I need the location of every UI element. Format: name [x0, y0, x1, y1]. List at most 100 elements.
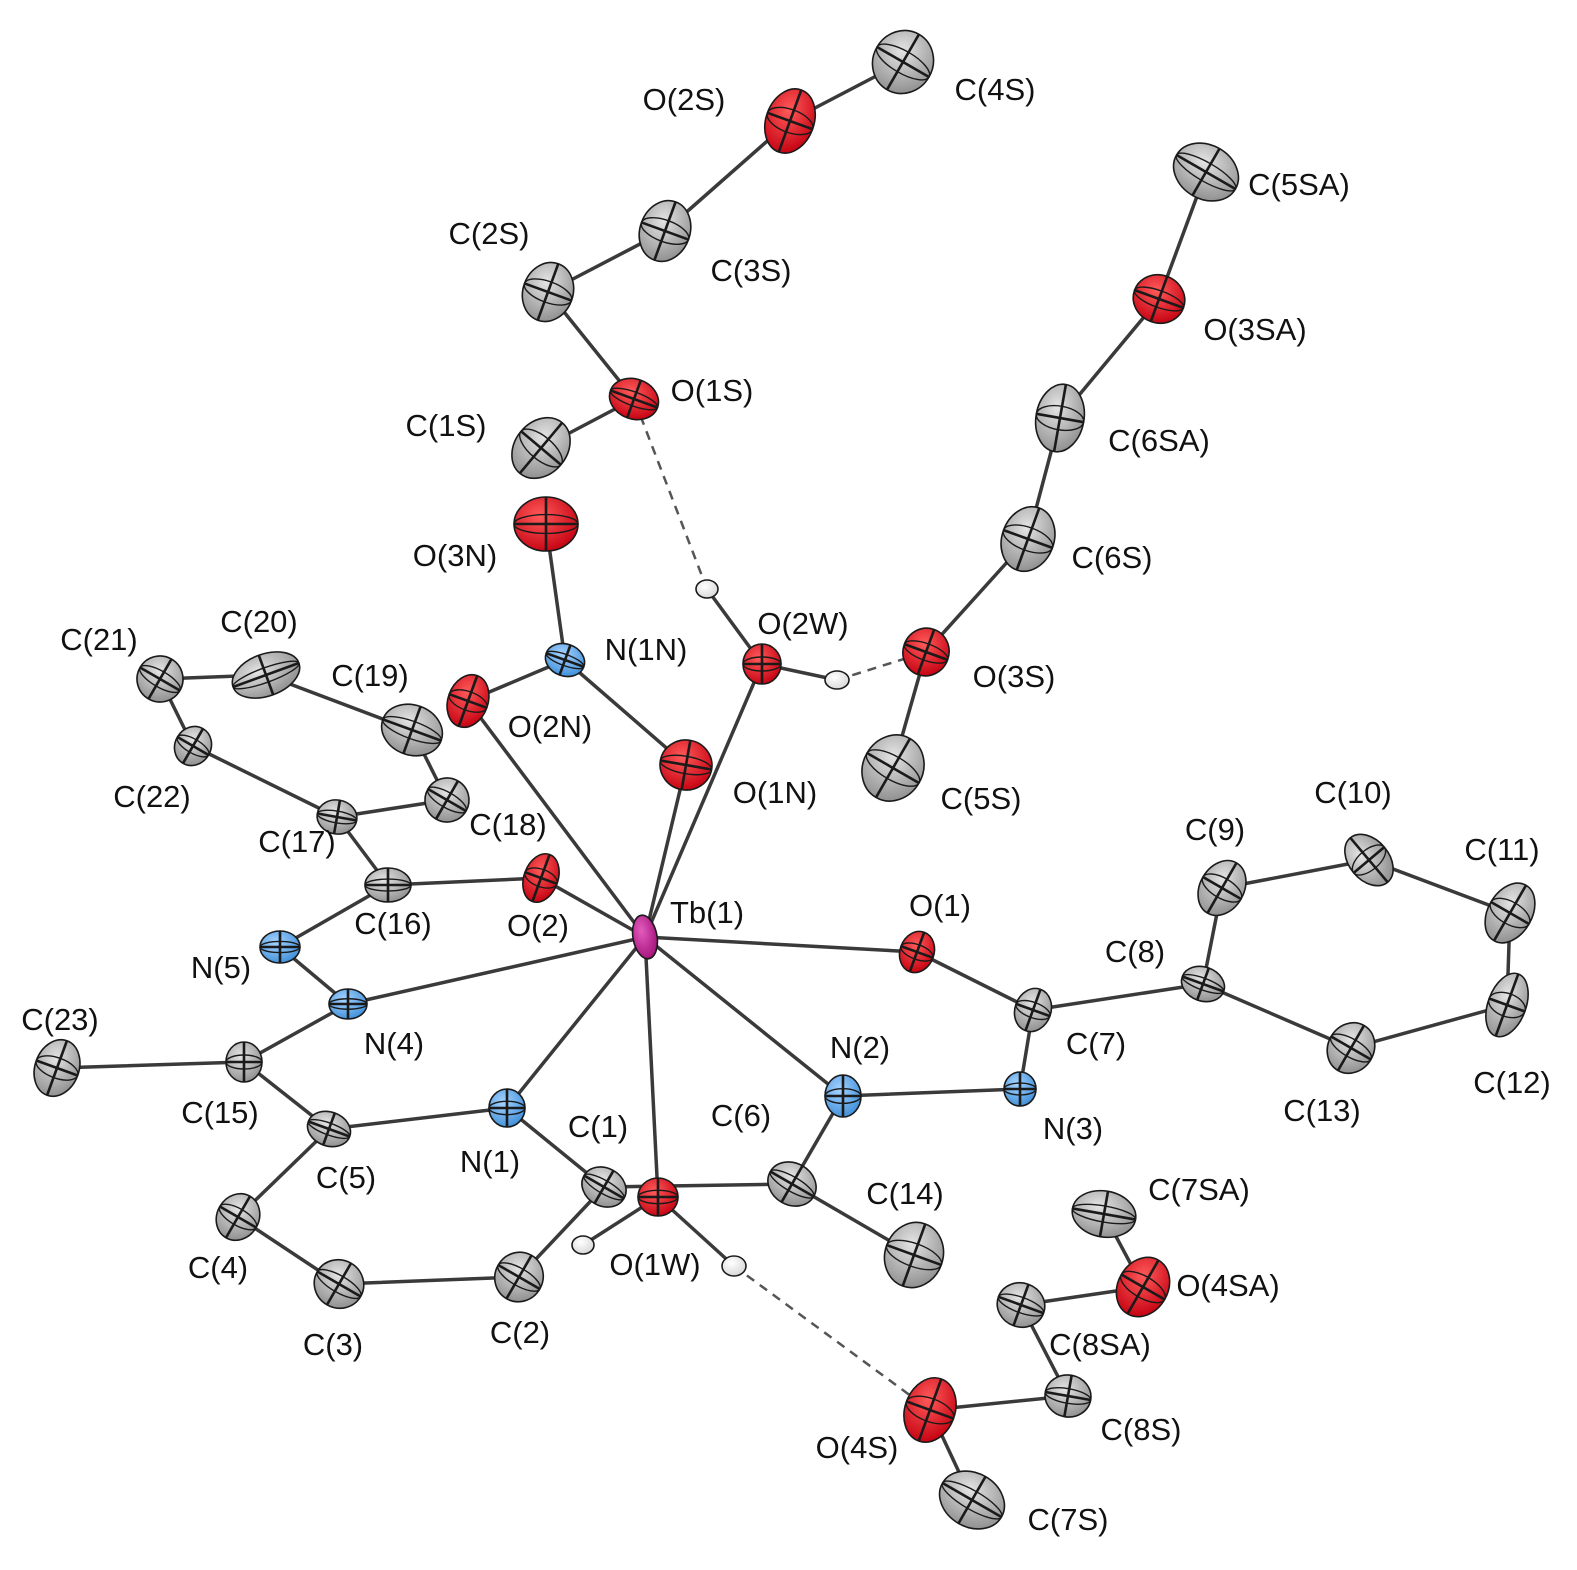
atom-label-o2s: O(2S)	[643, 82, 726, 117]
atom-h2a	[695, 579, 719, 599]
hydrogen-bond-h2a-o1s	[632, 398, 709, 590]
bond-c6-c1	[602, 1182, 794, 1189]
bond-c2-c3	[337, 1275, 521, 1286]
atom-label-c10: C(10)	[1314, 775, 1392, 810]
atom-c21	[136, 655, 184, 703]
atom-o2s	[763, 88, 817, 154]
bond-c8-c13	[1201, 982, 1353, 1050]
atom-c20	[231, 651, 301, 699]
atom-label-c5sa: C(5SA)	[1248, 167, 1350, 202]
atom-label-c13: C(13)	[1283, 1093, 1361, 1128]
atom-label-c16: C(16)	[354, 906, 432, 941]
atom-o3n	[513, 496, 579, 552]
atom-label-c17: C(17)	[258, 824, 336, 859]
atom-label-c3: C(3)	[303, 1327, 363, 1362]
bond-tb1-n4	[346, 935, 647, 1006]
atom-h1a	[571, 1235, 595, 1255]
atom-label-o3n: O(3N)	[413, 538, 497, 573]
atom-c8s	[1044, 1374, 1092, 1418]
atom-n5	[259, 930, 301, 964]
atom-label-c18: C(18)	[469, 807, 547, 842]
atom-label-c23: C(23)	[21, 1002, 99, 1037]
bond-c17-c22	[191, 744, 339, 819]
atom-label-o2: O(2)	[507, 908, 569, 943]
atom-label-c7s: C(7S)	[1028, 1502, 1109, 1537]
atom-label-c9: C(9)	[1185, 812, 1245, 847]
bond-tb1-o1n	[643, 763, 688, 939]
atom-n2	[824, 1074, 862, 1118]
bond-n3-n2	[841, 1087, 1022, 1098]
atom-tb1	[631, 914, 659, 960]
bond-c15-n4	[242, 1002, 350, 1064]
atom-label-o2n: O(2N)	[508, 709, 592, 744]
atom-label-c20: C(20)	[220, 604, 298, 639]
atom-label-c5s: C(5S)	[941, 781, 1022, 816]
atom-c7s	[938, 1470, 1006, 1530]
atom-label-n2: N(2)	[830, 1030, 890, 1065]
atom-h2b	[824, 670, 850, 690]
atom-o1s	[608, 377, 660, 421]
atom-c6s	[1000, 505, 1056, 573]
atom-n3	[1003, 1071, 1037, 1107]
atom-c1s	[511, 416, 571, 480]
atom-label-c2s: C(2S)	[449, 216, 530, 251]
atom-c13	[1326, 1021, 1376, 1075]
atom-label-c2: C(2)	[490, 1315, 550, 1350]
atom-c6sa	[1034, 383, 1086, 453]
atom-label-c15: C(15)	[181, 1095, 259, 1130]
atom-label-c8: C(8)	[1105, 934, 1165, 969]
bond-tb1-n1	[505, 935, 647, 1110]
atom-o2	[522, 852, 560, 904]
atom-label-c21: C(21)	[60, 622, 138, 657]
atom-n1	[488, 1088, 526, 1128]
atom-label-c11: C(11)	[1464, 832, 1539, 867]
atom-c16	[364, 867, 412, 903]
atom-c5s	[861, 734, 925, 802]
atom-o3sa	[1132, 273, 1186, 325]
atom-label-tb1: Tb(1)	[670, 895, 744, 930]
atom-c11	[1484, 882, 1536, 944]
atoms-layer	[33, 29, 1536, 1530]
atom-c15	[225, 1041, 263, 1083]
bond-tb1-n2	[643, 935, 845, 1098]
bond-o1-c7	[915, 950, 1035, 1012]
atom-label-c8s: C(8S)	[1101, 1412, 1182, 1447]
atom-c19	[380, 703, 444, 757]
atom-label-o1s: O(1S)	[671, 373, 754, 408]
bond-tb1-o2w	[643, 662, 764, 939]
atom-c5sa	[1172, 142, 1240, 202]
bond-c5-n1	[327, 1106, 509, 1131]
atom-label-c22: C(22)	[113, 779, 191, 814]
atom-n4	[328, 988, 368, 1020]
atom-o2w	[742, 643, 782, 685]
atom-o1n	[659, 739, 713, 791]
atom-o1	[898, 930, 936, 974]
atom-label-n3: N(3)	[1043, 1111, 1103, 1146]
atom-label-n1: N(1)	[460, 1144, 520, 1179]
atom-c9	[1197, 859, 1247, 917]
atom-o1w	[637, 1177, 679, 1217]
atom-label-c19: C(19)	[331, 658, 409, 693]
atom-c4s	[871, 29, 935, 95]
atom-c5	[306, 1110, 352, 1148]
atom-c3	[313, 1258, 365, 1310]
atom-label-c4s: C(4S)	[955, 72, 1036, 107]
atom-label-c14: C(14)	[866, 1176, 944, 1211]
atom-label-c7sa: C(7SA)	[1148, 1172, 1250, 1207]
atom-label-c3s: C(3S)	[711, 253, 792, 288]
atom-label-c5: C(5)	[316, 1160, 376, 1195]
atom-label-o1n: O(1N)	[733, 775, 817, 810]
atom-label-c6sa: C(6SA)	[1108, 423, 1210, 458]
atom-c18	[424, 777, 470, 823]
atom-o4sa	[1115, 1256, 1171, 1318]
bond-c7-c8	[1031, 982, 1205, 1012]
atom-c2	[493, 1251, 545, 1303]
atom-label-o3sa: O(3SA)	[1203, 312, 1306, 347]
atom-c6	[767, 1161, 817, 1207]
atom-label-c4: C(4)	[188, 1250, 248, 1285]
atom-label-c1s: C(1S)	[406, 408, 487, 443]
atom-c14	[883, 1221, 945, 1289]
atom-h1b	[721, 1255, 747, 1277]
atom-label-o1: O(1)	[909, 888, 971, 923]
atom-label-c8sa: C(8SA)	[1049, 1327, 1151, 1362]
